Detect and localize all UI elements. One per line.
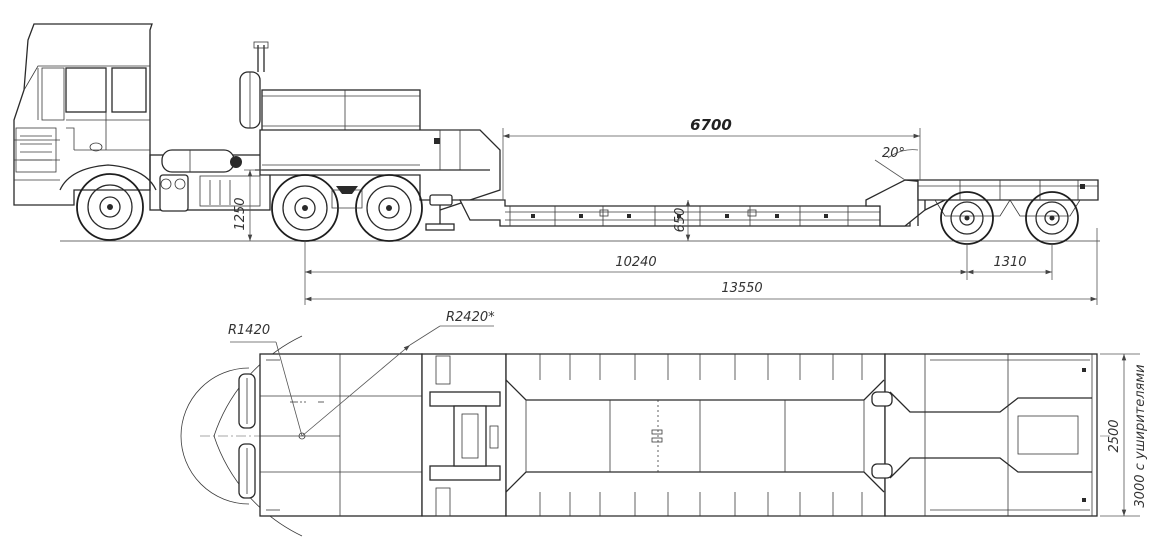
- dim-label-overall-length: 13550: [721, 281, 762, 296]
- dim-label-deck-length: 6700: [690, 116, 732, 134]
- side-view: 6700 20° 1250 650 10240 1310: [13, 23, 1100, 305]
- gooseneck-top: [421, 353, 507, 517]
- dim-label-width: 2500: [1107, 419, 1122, 452]
- bogie-top: [871, 353, 1098, 517]
- radius-leaders: R1420 R2420*: [228, 310, 495, 440]
- tractor-rear-wheels: [271, 174, 423, 242]
- dim-label-deck-angle: 20°: [882, 146, 905, 161]
- tractor-platform-top: [259, 353, 423, 517]
- dim-label-coupling-height: 1250: [233, 197, 248, 230]
- turning-arc-front: [180, 367, 250, 505]
- lowbed-deck: [458, 199, 911, 227]
- tractor-front-wheel: [76, 173, 144, 241]
- tractor-wheels-top: [238, 373, 256, 499]
- top-view: R1420 R2420* 2500 3000 с уширителями: [180, 310, 1148, 537]
- rear-bogie-frame: [865, 179, 1099, 227]
- dim-label-deck-height: 650: [673, 208, 688, 233]
- dim-label-r1420: R1420: [228, 323, 270, 338]
- dim-6700: 6700: [502, 116, 921, 200]
- dim-angle: 20°: [874, 146, 919, 181]
- dim-label-wheelbase: 10240: [615, 255, 656, 270]
- deck-top: [505, 353, 886, 517]
- dim-650: 650: [673, 200, 691, 241]
- dim-13550: 13550: [305, 281, 1097, 302]
- tractor-cab: [13, 23, 157, 206]
- tractor-chassis: [149, 149, 271, 212]
- dim-label-r2420: R2420*: [446, 310, 495, 325]
- dim-1310: 1310: [967, 255, 1052, 275]
- landing-gear: [425, 194, 471, 231]
- dim-10240: 10240: [304, 228, 1098, 305]
- dim-width: 2500 3000 с уширителями: [1100, 353, 1148, 517]
- dim-label-axle-spacing: 1310: [993, 255, 1026, 270]
- dim-label-width-extended: 3000 с уширителями: [1133, 364, 1148, 507]
- dim-1250: 1250: [233, 169, 262, 241]
- ballast-box: [239, 41, 421, 161]
